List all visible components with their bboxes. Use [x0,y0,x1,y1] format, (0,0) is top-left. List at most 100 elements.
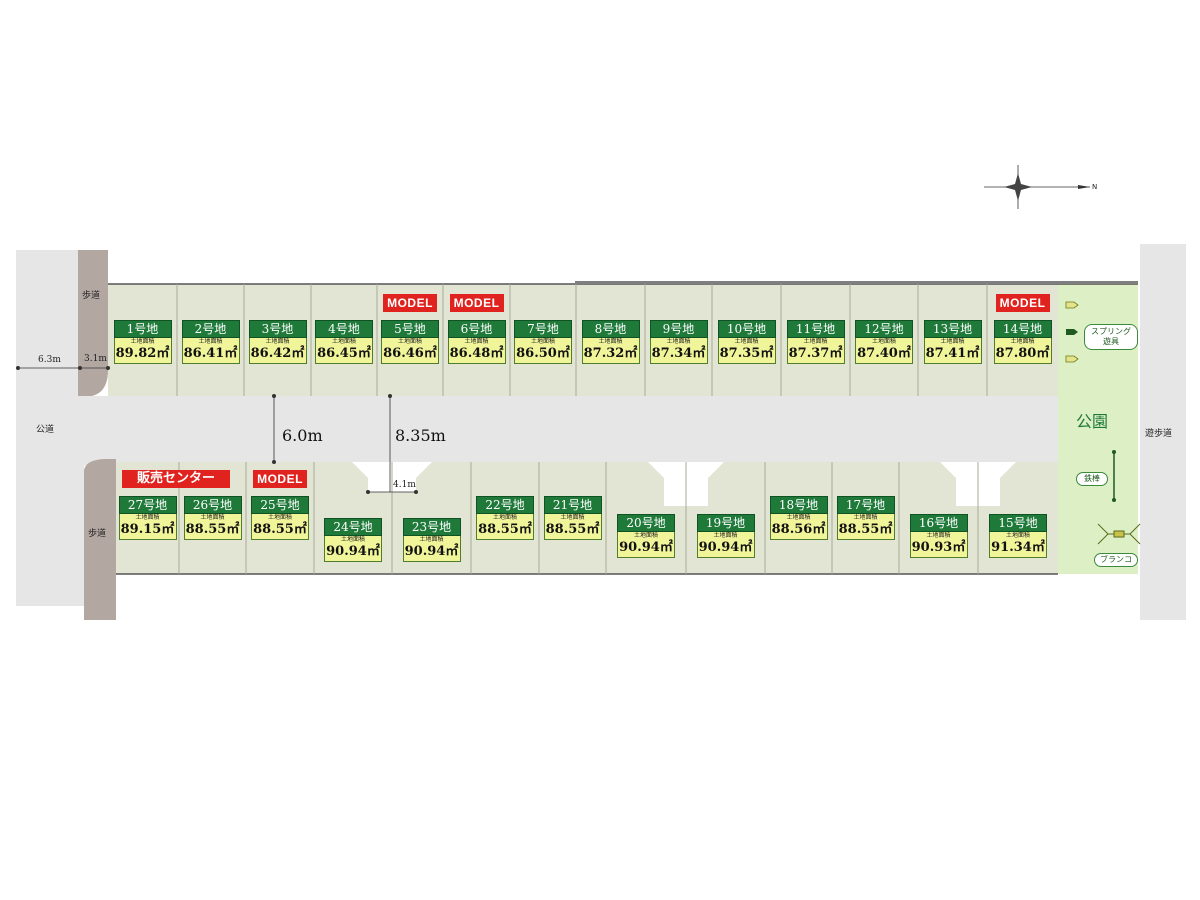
lot-area-value: 86.41㎡ [183,346,238,361]
lot-name: 15号地 [989,514,1047,532]
sales-center-badge: 販売センター [122,470,230,488]
lot-area-caption: 土地面積 [666,338,691,345]
lot-area-value: 89.15㎡ [120,522,175,537]
lot-name: 18号地 [769,496,828,514]
lot-area-caption: 土地面積 [560,514,585,521]
lot-name: 7号地 [514,320,572,338]
road-width-6m: 6.0m [282,426,323,445]
lot-area-value: 87.35㎡ [719,346,774,361]
lot-name: 1号地 [113,320,172,338]
lot-name: 26号地 [183,496,242,514]
lot-area-value: 88.55㎡ [185,522,240,537]
lot-area-caption: 土地面積 [871,338,896,345]
lot-area-value: 87.37㎡ [788,346,843,361]
lot-area-caption: 土地面積 [267,514,292,521]
lot-area-caption: 土地面積 [633,532,658,539]
swing-icon [1097,523,1141,545]
park-label: 公園 [1076,412,1109,431]
lot-area-caption: 土地面積 [598,338,623,345]
lot-area-caption: 土地面積 [492,514,517,521]
lot-name: 2号地 [181,320,240,338]
lot-area-caption: 土地面積 [200,514,225,521]
lot-area-caption: 土地面積 [713,532,738,539]
lot-area-value: 90.94㎡ [698,540,753,555]
lot-area-value: 90.93㎡ [911,540,966,555]
public-road [16,250,1060,606]
lot-area-caption: 土地面積 [198,338,223,345]
lot-area-value: 90.94㎡ [404,544,459,559]
road-width-835m: 8.35m [395,426,446,445]
lot-area-caption: 土地面積 [265,338,290,345]
lot-name: 14号地 [993,320,1052,338]
lot-name: 17号地 [836,496,895,514]
model-badge: MODEL [449,294,504,312]
lot-area-caption: 土地面積 [130,338,155,345]
lot-area-caption: 土地面積 [135,514,160,521]
lot-area-caption: 土地面積 [530,338,555,345]
sidewalk-bottom [84,459,116,620]
lot-area-value: 86.45㎡ [317,346,371,361]
sidewalk-width-label: 3.1m [84,354,107,364]
lot-area-caption: 土地面積 [331,338,356,345]
lot-area-caption: 土地面積 [1010,338,1035,345]
lot-area-value: 86.48㎡ [449,346,504,361]
lot-name: 19号地 [696,514,755,532]
lot-name: 16号地 [909,514,968,532]
lot-area-value: 86.46㎡ [383,346,437,361]
model-badge: MODEL [253,470,307,488]
lot-area-value: 87.41㎡ [925,346,980,361]
sidewalk-label-top: 歩道 [82,291,101,301]
road-width-label: 6.3m [38,355,61,365]
public-road-label: 公道 [36,425,55,435]
lot-area-caption: 土地面積 [803,338,828,345]
sidewalk-label-bottom: 歩道 [88,529,107,539]
lot-name: 13号地 [923,320,982,338]
lot-name: 25号地 [251,496,309,514]
compass-north: N [1092,183,1098,191]
lot-name: 10号地 [717,320,776,338]
